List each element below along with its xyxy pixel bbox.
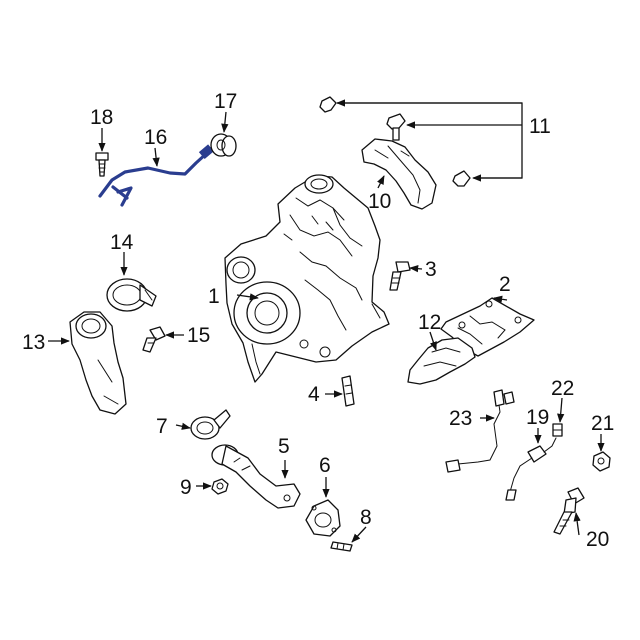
callout-17[interactable]: 17 xyxy=(214,90,237,113)
callout-7[interactable]: 7 xyxy=(156,415,168,438)
oil-feed-tube-fitting xyxy=(198,144,214,159)
callout-labels: 1 2 3 4 5 6 7 8 9 10 11 12 13 14 15 16 1… xyxy=(22,90,614,551)
callout-15[interactable]: 15 xyxy=(187,324,210,347)
part-19-sensor[interactable] xyxy=(505,437,557,501)
callout-12[interactable]: 12 xyxy=(418,311,441,334)
part-16-oil-feed-tube[interactable] xyxy=(98,144,214,207)
callout-18[interactable]: 18 xyxy=(90,106,113,129)
part-6-gasket[interactable] xyxy=(305,499,341,537)
part-5-exhaust-pipe[interactable] xyxy=(211,444,301,509)
part-23-sensor[interactable] xyxy=(445,389,515,473)
oil-feed-tube-bracket xyxy=(111,185,133,207)
callout-22[interactable]: 22 xyxy=(551,377,574,400)
callout-13[interactable]: 13 xyxy=(22,331,45,354)
callout-20[interactable]: 20 xyxy=(586,528,609,551)
callout-4[interactable]: 4 xyxy=(308,383,320,406)
part-13-intake-elbow[interactable] xyxy=(69,311,127,415)
part-18-bolt[interactable] xyxy=(95,152,109,177)
part-12-heat-shield[interactable] xyxy=(407,337,476,385)
callout-23[interactable]: 23 xyxy=(449,407,472,430)
part-7-clamp[interactable] xyxy=(190,409,231,440)
callout-16[interactable]: 16 xyxy=(144,126,167,149)
part-1-turbocharger[interactable] xyxy=(224,174,390,383)
callout-2[interactable]: 2 xyxy=(499,273,511,296)
callout-3[interactable]: 3 xyxy=(425,258,437,281)
callout-21[interactable]: 21 xyxy=(591,412,614,435)
part-11-bolts[interactable] xyxy=(319,96,471,187)
callout-14[interactable]: 14 xyxy=(110,231,134,254)
part-8-stud[interactable] xyxy=(330,541,353,552)
part-2-bracket-plate[interactable] xyxy=(440,297,535,357)
oil-feed-tube-shape xyxy=(98,151,209,198)
part-21-nut[interactable] xyxy=(592,451,611,472)
callout-11[interactable]: 11 xyxy=(529,115,551,138)
callout-1[interactable]: 1 xyxy=(208,285,220,308)
part-22-connector[interactable] xyxy=(552,423,563,437)
callout-5[interactable]: 5 xyxy=(278,435,290,458)
callout-19[interactable]: 19 xyxy=(526,406,549,429)
part-10-heat-shield[interactable] xyxy=(361,138,437,210)
part-20-sensor[interactable] xyxy=(553,487,585,535)
part-15-bolt[interactable] xyxy=(142,326,166,353)
callout-6[interactable]: 6 xyxy=(319,454,331,477)
leader-lines xyxy=(48,99,605,543)
part-4-stud[interactable] xyxy=(341,375,355,407)
callout-8[interactable]: 8 xyxy=(360,506,372,529)
part-17-fitting[interactable] xyxy=(210,133,237,157)
callout-9[interactable]: 9 xyxy=(180,476,192,499)
callout-10[interactable]: 10 xyxy=(368,190,391,213)
part-14-clamp[interactable] xyxy=(106,278,157,312)
part-9-nut[interactable] xyxy=(211,478,229,495)
part-3-bolt[interactable] xyxy=(389,261,411,291)
